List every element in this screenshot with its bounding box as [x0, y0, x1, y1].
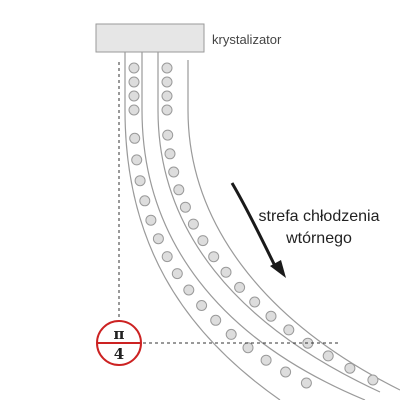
angle-numerator: π [113, 325, 125, 343]
direction-arrow [230, 182, 278, 269]
roller-left [128, 76, 140, 88]
right-outer-guide [187, 60, 400, 391]
roller-left [171, 268, 183, 280]
roller-right [220, 266, 232, 278]
strand-outer-edge [157, 52, 381, 393]
roller-left [145, 214, 157, 226]
direction-arrowhead [270, 260, 286, 278]
roller-right [161, 104, 173, 116]
right-roller-row [161, 62, 379, 386]
roller-right [283, 324, 295, 336]
strand-inner-edge [141, 52, 366, 400]
roller-right [161, 62, 173, 74]
roller-left [128, 90, 140, 102]
roller-left [152, 233, 164, 245]
roller-right [249, 296, 261, 308]
roller-left [131, 154, 143, 166]
mold-label: krystalizator [212, 32, 282, 47]
roller-left [260, 354, 272, 366]
roller-left [280, 366, 292, 378]
left-roller-row [128, 62, 312, 389]
roller-left [210, 314, 222, 326]
roller-right [161, 76, 173, 88]
roller-right [208, 251, 220, 263]
roller-left [161, 251, 173, 263]
roller-right [234, 281, 246, 293]
mold-box [95, 23, 205, 53]
roller-right [162, 129, 174, 141]
roller-right [173, 184, 185, 196]
roller-left [242, 342, 254, 354]
roller-right [344, 362, 356, 374]
roller-left [139, 195, 151, 207]
secondary-cooling-zone-label: strefa chłodzenia wtórnego [244, 206, 394, 250]
zone-label-line1: strefa chłodzenia [258, 208, 380, 225]
roller-right [168, 166, 180, 178]
roller-left [134, 175, 146, 187]
roller-left [128, 104, 140, 116]
roller-right [187, 218, 199, 230]
roller-right [164, 148, 176, 160]
roller-left [183, 284, 195, 296]
roller-right [197, 235, 209, 247]
roller-left [128, 62, 140, 74]
left-outer-guide [124, 52, 281, 400]
roller-left [196, 300, 208, 311]
roller-left [225, 328, 237, 340]
roller-right [322, 350, 334, 362]
zone-label-line2: wtórnego [286, 230, 352, 247]
roller-right [179, 201, 191, 213]
roller-right [161, 90, 173, 102]
angle-denominator: 4 [113, 345, 125, 363]
roller-left [129, 132, 141, 144]
roller-left [300, 377, 312, 389]
roller-right [265, 310, 277, 322]
roller-right [367, 374, 379, 386]
